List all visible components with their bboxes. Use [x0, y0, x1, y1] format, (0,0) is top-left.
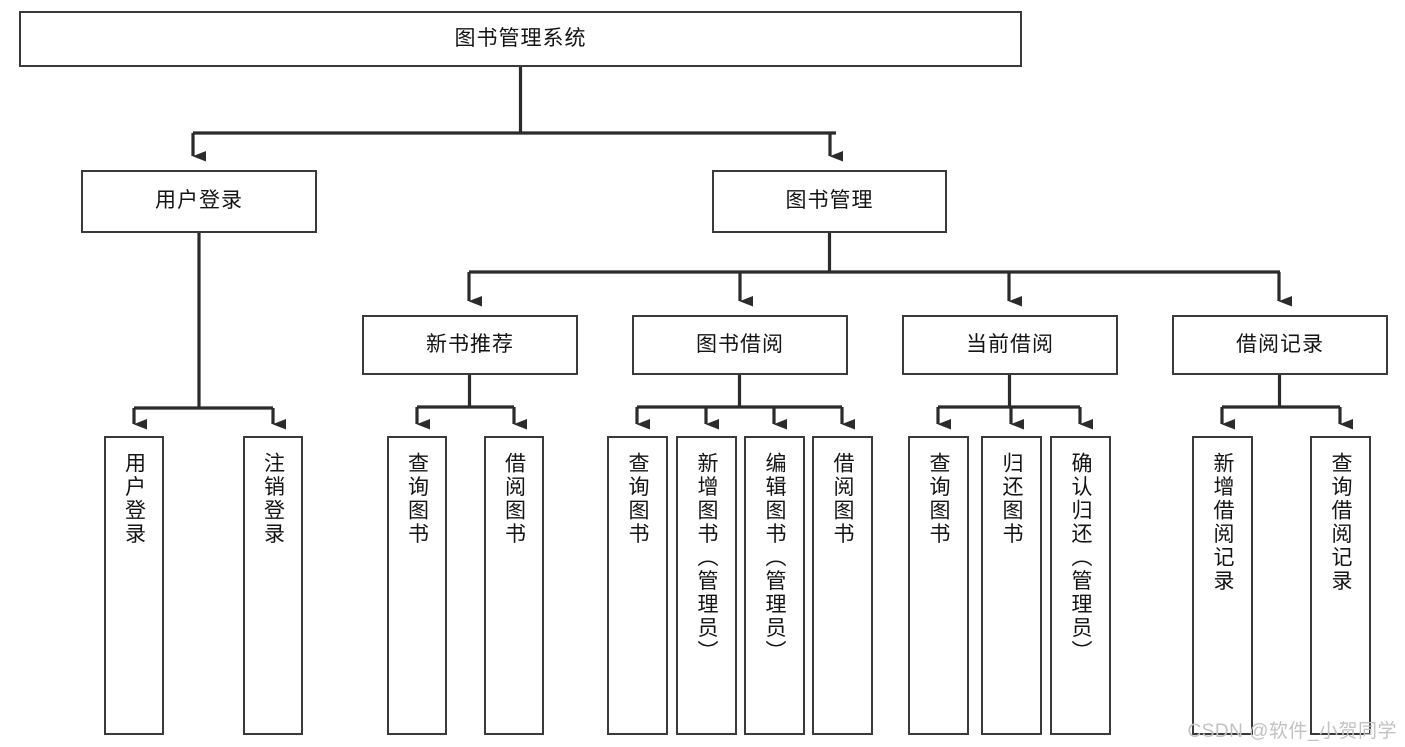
leaf-cb-return-book-label: 归还图书 [1000, 452, 1023, 546]
leaf-rec-query-book-label: 查询图书 [405, 452, 429, 546]
node-book-borrow[interactable]: 图书借阅 [632, 315, 848, 375]
node-user-login[interactable]: 用户登录 [81, 170, 317, 233]
leaf-bb-add-book-label: 新增图书（管理员） [695, 452, 718, 664]
leaf-bb-edit-book-label: 编辑图书（管理员） [763, 452, 786, 664]
leaf-bb-query-book[interactable]: 查询图书 [607, 436, 668, 735]
node-new-book-recommend[interactable]: 新书推荐 [362, 315, 578, 375]
node-current-borrow[interactable]: 当前借阅 [902, 315, 1118, 375]
leaf-rec-query-book[interactable]: 查询图书 [387, 436, 447, 735]
leaf-br-query-record-label: 查询借阅记录 [1329, 452, 1352, 593]
leaf-br-add-record-label: 新增借阅记录 [1211, 452, 1234, 593]
leaf-bb-add-book[interactable]: 新增图书（管理员） [676, 436, 737, 735]
node-book-manage-label: 图书管理 [785, 189, 874, 213]
leaf-br-query-record[interactable]: 查询借阅记录 [1310, 436, 1371, 735]
node-borrow-record-label: 借阅记录 [1236, 332, 1324, 356]
node-root-label: 图书管理系统 [454, 26, 587, 50]
leaf-user-logout[interactable]: 注销登录 [243, 436, 303, 735]
node-book-borrow-label: 图书借阅 [696, 332, 784, 356]
leaf-user-login[interactable]: 用户登录 [104, 436, 164, 735]
csdn-watermark: CSDN @软件_小贺同学 [1187, 721, 1397, 742]
leaf-cb-confirm-return-label: 确认归还（管理员） [1069, 452, 1092, 664]
leaf-bb-borrow-book-label: 借阅图书 [831, 452, 854, 546]
leaf-cb-return-book[interactable]: 归还图书 [981, 436, 1042, 735]
leaf-user-login-label: 用户登录 [122, 452, 146, 546]
node-root[interactable]: 图书管理系统 [19, 11, 1022, 67]
leaf-br-add-record[interactable]: 新增借阅记录 [1192, 436, 1253, 735]
leaf-cb-confirm-return[interactable]: 确认归还（管理员） [1050, 436, 1111, 735]
node-user-login-label: 用户登录 [155, 189, 243, 213]
leaf-rec-borrow-book-label: 借阅图书 [502, 452, 526, 546]
leaf-bb-query-book-label: 查询图书 [626, 452, 649, 546]
leaf-bb-edit-book[interactable]: 编辑图书（管理员） [744, 436, 805, 735]
node-current-borrow-label: 当前借阅 [966, 332, 1054, 356]
leaf-cb-query-book-label: 查询图书 [927, 452, 950, 546]
node-borrow-record[interactable]: 借阅记录 [1172, 315, 1388, 375]
node-new-book-recommend-label: 新书推荐 [426, 332, 514, 356]
leaf-bb-borrow-book[interactable]: 借阅图书 [812, 436, 873, 735]
leaf-user-logout-label: 注销登录 [261, 452, 285, 546]
leaf-cb-query-book[interactable]: 查询图书 [908, 436, 969, 735]
leaf-rec-borrow-book[interactable]: 借阅图书 [484, 436, 544, 735]
node-book-manage[interactable]: 图书管理 [712, 170, 947, 233]
